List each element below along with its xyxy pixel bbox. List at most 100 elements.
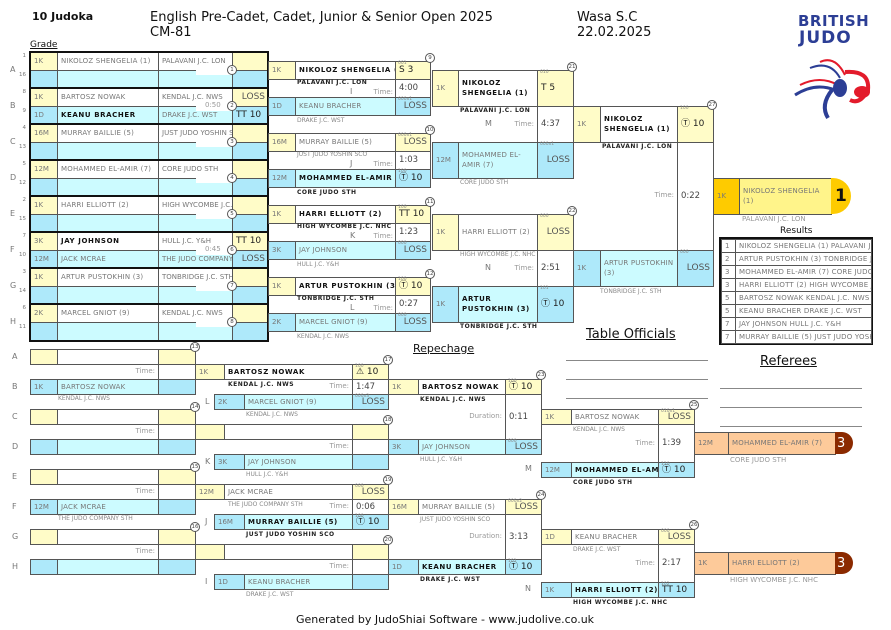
grade-cell: 1K (573, 106, 601, 143)
grade-cell: 1K (268, 277, 296, 296)
official-line (566, 398, 708, 399)
score-cell: Ⓣ 10 (395, 277, 431, 296)
club-label: JUST JUDO YOSHIN SCO (420, 516, 491, 523)
grade-cell: 1K (432, 70, 459, 107)
bronze-place-badge: 3 (835, 552, 853, 574)
competitor-name: BARTOSZ NOWAK (418, 379, 506, 395)
winner-place-badge: 1 (831, 178, 851, 214)
grade-label: Grade (30, 40, 58, 50)
result-entry: HARRI ELLIOTT (2) HIGH WYCOMBE J.C. NHC (735, 278, 872, 292)
score-code: 000 (355, 484, 364, 489)
result-place: 3 (721, 278, 736, 292)
competitor-name: HARRI ELLIOTT (2) (571, 582, 659, 598)
match-time: 2:51 (537, 250, 574, 287)
result-entry: NIKOLOZ SHENGELIA (1) PALAVANI J.C. LON (735, 239, 872, 253)
bronze-club: HIGH WYCOMBE J.C. NHC (730, 576, 818, 584)
pool-letter: E (10, 209, 16, 218)
referees-heading: Referees (760, 354, 817, 369)
score-cell: Ⓣ 10 (537, 286, 574, 323)
match-number: 14 (190, 402, 200, 412)
score-code: 110 (661, 462, 670, 467)
judoka-emblem-icon (794, 59, 871, 120)
match-time: 1:39 (658, 424, 695, 463)
score-code: 001 (398, 61, 407, 66)
competitor-name: BARTOSZ NOWAK (571, 409, 659, 425)
competitor-name: NIKOLOZ SHENGELIA (1) (458, 70, 538, 107)
competitor-name (224, 424, 353, 440)
match-letter: J (350, 159, 353, 168)
seed-number: 5 (22, 161, 27, 167)
bronze-name: MOHAMMED EL-AMIR (7) (728, 432, 836, 455)
match-number: 8 (227, 317, 237, 327)
competitor-name: HARRI ELLIOTT (2) (295, 205, 396, 224)
bronze-grade: 12M (694, 432, 729, 455)
grade-cell: 1D (214, 574, 245, 590)
competitor-name: NIKOLOZ SHENGELIA (1) (600, 106, 678, 143)
match-letter: N (525, 584, 531, 593)
score-code: 102 (661, 582, 670, 587)
club-label: TONBRIDGE J.C. STH (600, 288, 662, 295)
pool-letter: F (12, 502, 17, 511)
score-code: 000x1 (540, 142, 555, 147)
competitor-name: KEANU BRACHER (295, 97, 396, 116)
score-code: 100 (398, 169, 407, 174)
pool-letter: C (10, 137, 16, 146)
time-label: Time: (329, 382, 350, 390)
label-mask (196, 173, 232, 183)
club-label: KENDAL J.C. NWS (297, 333, 349, 340)
official-line (566, 379, 708, 380)
match-time: 4:37 (537, 106, 574, 143)
match-letter: K (350, 231, 356, 240)
match-letter: K (205, 457, 211, 466)
club-label: HIGH WYCOMBE J.C. NHC (297, 223, 392, 230)
grade-cell (30, 469, 58, 485)
competitor-name: BARTOSZ NOWAK (224, 364, 353, 380)
match-number: 26 (689, 520, 699, 530)
club-label: HULL J.C. Y&H (246, 471, 289, 478)
club-label: KENDAL J.C. NWS (420, 396, 487, 403)
seed-number: 15 (19, 216, 26, 222)
competitor-name (57, 349, 159, 365)
score-code: 000x2 (508, 499, 523, 504)
seed-number: 7 (22, 233, 27, 239)
grade-cell: 16M (388, 499, 419, 515)
label-mask (196, 245, 232, 255)
score-cell: LOSS (395, 133, 431, 152)
grade-cell: 1K (268, 61, 296, 80)
match-letter: J (205, 517, 208, 526)
grade-cell: 1D (388, 559, 419, 575)
result-place: 7 (721, 317, 736, 331)
time-label: Time: (329, 502, 350, 510)
score-code: 000x1 (398, 97, 413, 102)
seed-number: 4 (22, 125, 27, 131)
grade-cell (30, 559, 58, 575)
bronze-club: CORE JUDO STH (730, 456, 787, 464)
judoka-count: 10 Judoka (32, 10, 94, 23)
grade-cell: 12M (541, 462, 572, 478)
match-time (158, 484, 196, 500)
competitor-name: KEANU BRACHER (418, 559, 506, 575)
club-label: DRAKE J.C. WST (297, 117, 345, 124)
pair-divider (30, 87, 268, 89)
competitor-name (57, 469, 159, 485)
score-cell (352, 454, 389, 470)
duration-label: Duration: (469, 412, 502, 420)
match-time (352, 559, 389, 575)
grade-cell: 1K (541, 582, 572, 598)
grade-cell (195, 544, 225, 560)
match-time (158, 424, 196, 440)
grade-cell: 3K (268, 241, 296, 260)
score-cell: TT 10 (658, 582, 695, 598)
result-entry: MOHAMMED EL-AMIR (7) CORE JUDO STH (735, 265, 872, 279)
match-time: 3:13 (505, 514, 542, 560)
label-mask (196, 101, 232, 111)
grade-cell: 3K (214, 454, 245, 470)
pool-letter: B (12, 382, 18, 391)
seed-number: 13 (19, 144, 26, 150)
seed-number: 9 (22, 108, 27, 114)
score-cell: Ⓣ 10 (395, 169, 431, 188)
score-cell: Ⓣ 10 (505, 559, 542, 575)
club-label: KENDAL J.C. NWS (58, 395, 110, 402)
time-label: Time: (329, 562, 350, 570)
time-label: Time: (373, 88, 394, 96)
